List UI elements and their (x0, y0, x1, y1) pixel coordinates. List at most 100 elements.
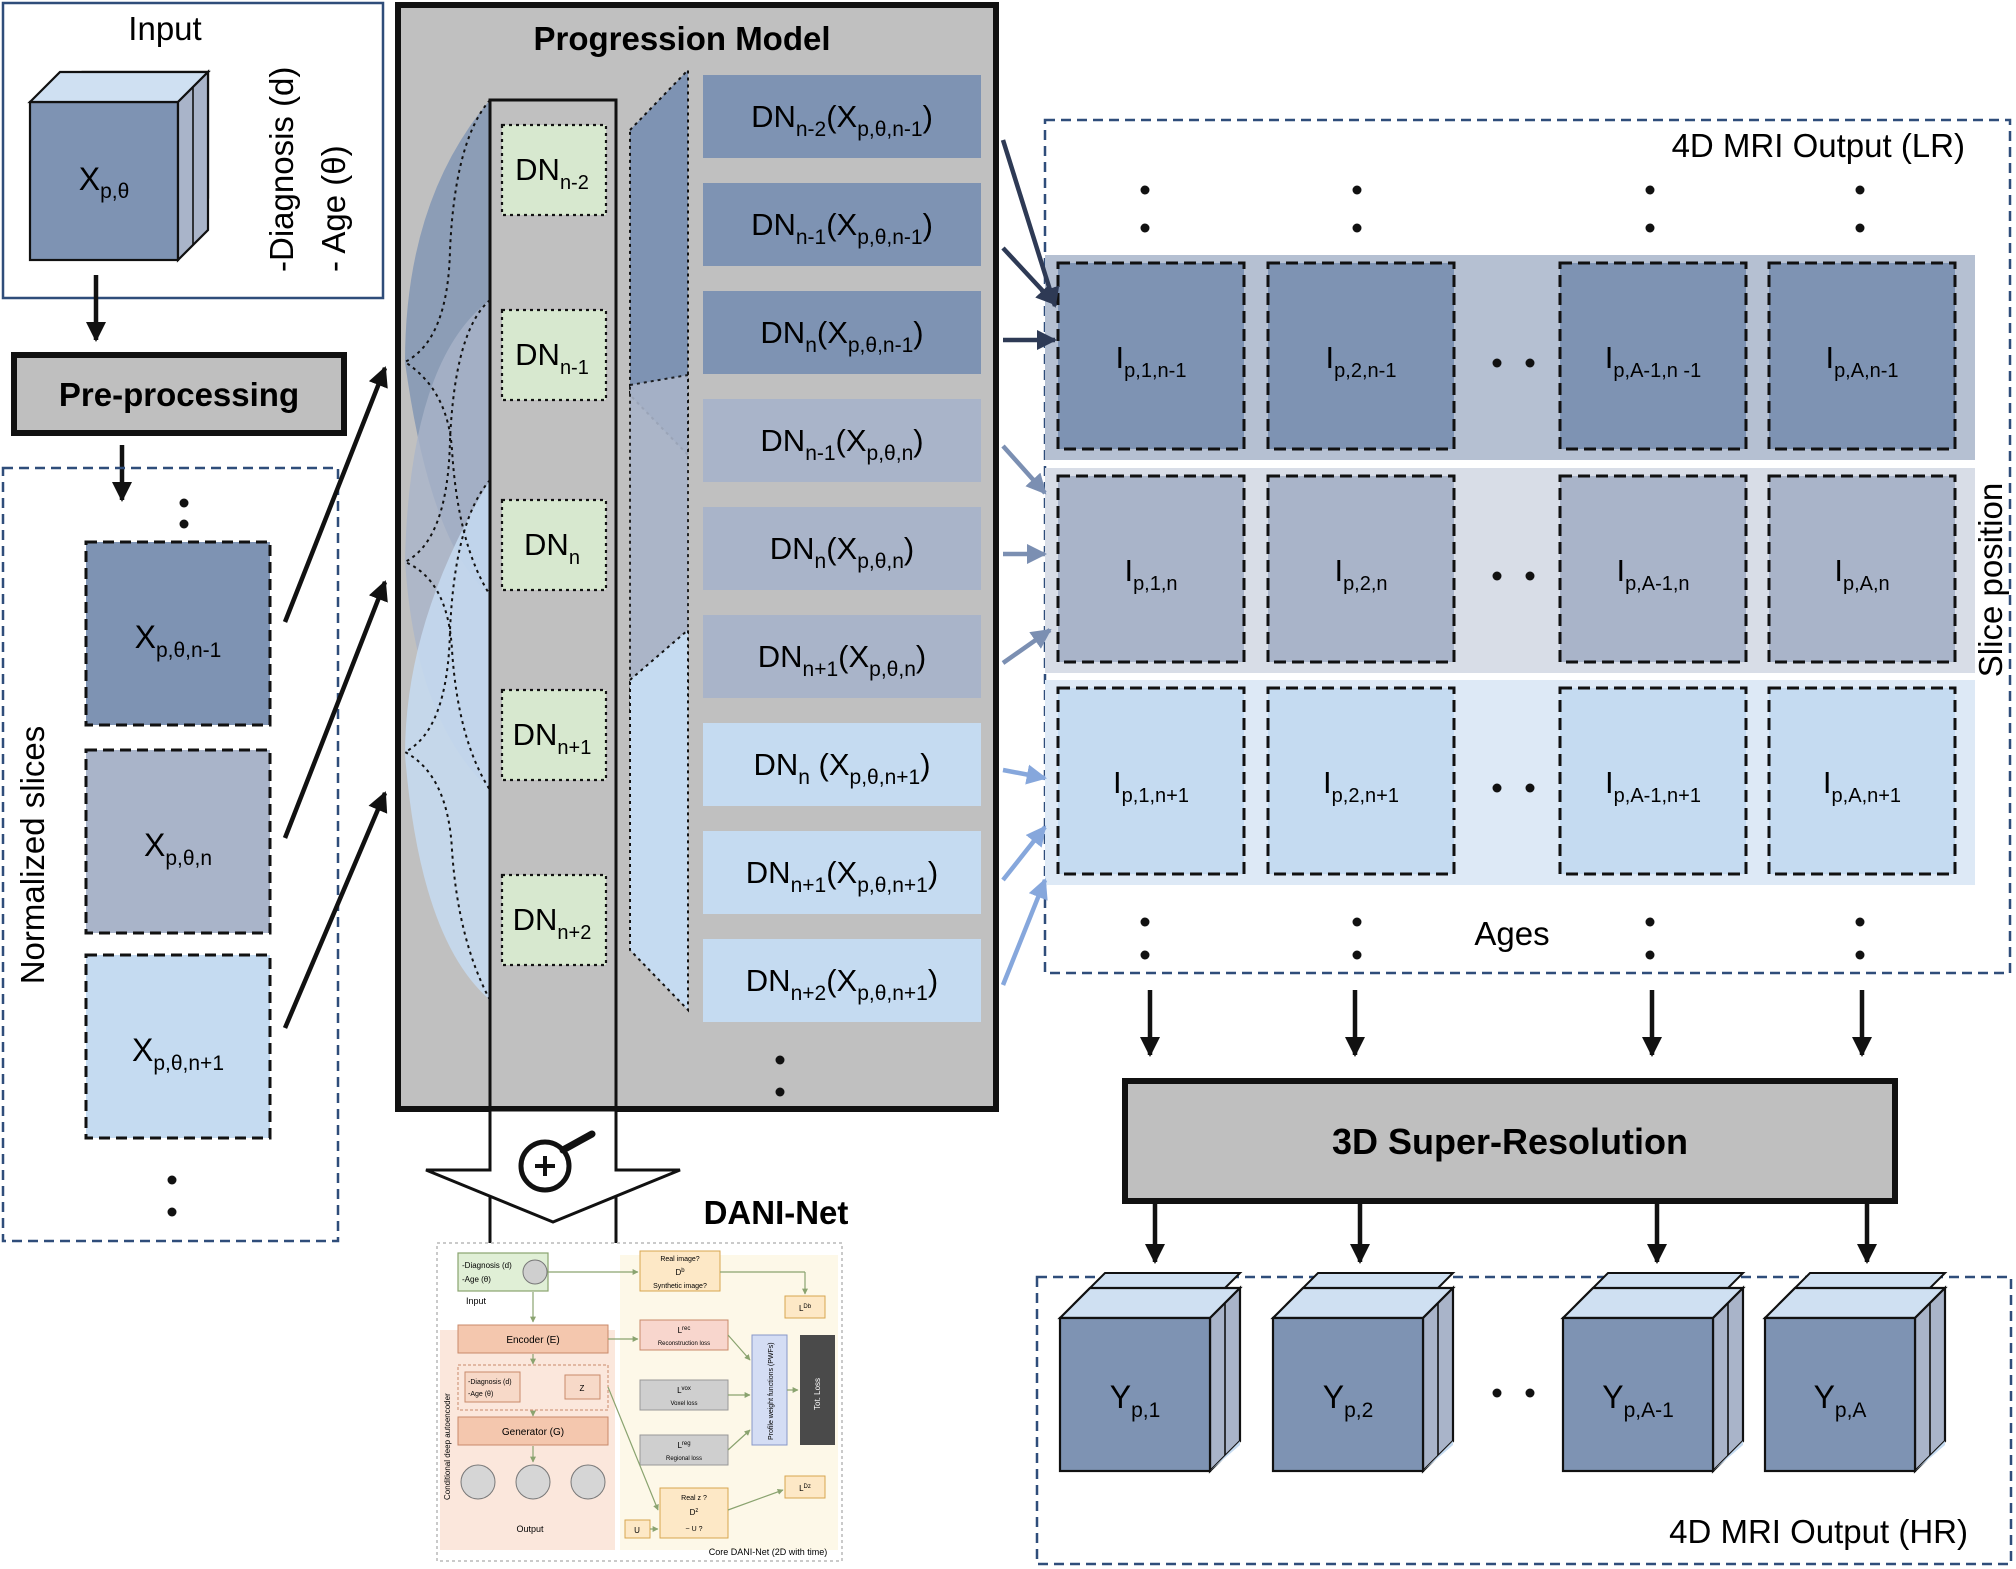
progression-output-4-s1: n (815, 550, 827, 573)
preprocessing-label: Pre-processing (59, 376, 299, 413)
normalized-slice-label-0: Xp,θ,n-1 (135, 619, 222, 662)
dn-box-label-1-part-1: n-1 (560, 357, 589, 379)
input-attr-diagnosis: -Diagnosis (d) (263, 67, 300, 272)
progression-output-7-s1: n+1 (791, 874, 827, 897)
input-cube: Xp,θ (27, 69, 211, 263)
progression-output-label-6: DNn (Xp,θ,n+1) (753, 747, 930, 789)
progression-output-2 (703, 291, 981, 374)
progression-output-3 (703, 399, 981, 482)
progression-output-6-p2: (X (810, 747, 850, 782)
lr-cell-label-0-1: Ip,2,n-1 (1326, 340, 1397, 382)
progression-output-5-p3: ) (916, 639, 926, 674)
dn-box-1 (500, 308, 608, 402)
lr-cell-label-1-2-part-0: I (1616, 553, 1625, 588)
progression-output-3-p2: (X (836, 423, 867, 458)
lr-cell-label-1-2-part-1: p,A-1,n (1625, 573, 1689, 595)
progression-output-2-s1: n (805, 334, 817, 357)
thumb-lvox: L (677, 1386, 682, 1395)
thumb-generator (457, 1416, 609, 1446)
lr-output-title: 4D MRI Output (LR) (1672, 127, 1965, 164)
thumb-lrec-sup: rec (682, 1326, 690, 1332)
progression-output-5 (703, 615, 981, 698)
thumb-lvox-sup: vox (682, 1386, 691, 1392)
progression-output-6-s1: n (798, 766, 810, 789)
lr-cell-0-0 (1056, 261, 1246, 451)
progression-output-8-p1: DN (746, 963, 791, 998)
hr-cube-front-1 (1271, 1316, 1425, 1473)
input-cube-label: X (79, 161, 100, 197)
progression-output-label-0: DNn-2(Xp,θ,n-1) (751, 99, 933, 141)
hr-cube-label-3-part-1: p,A (1835, 1399, 1867, 1422)
super-resolution-box: 3D Super-Resolution (1122, 1078, 1898, 1204)
thumb-generator-label: Generator (G) (502, 1427, 564, 1438)
lr-cell-label-2-2-part-1: p,A-1,n+1 (1614, 785, 1701, 807)
svg-text:Lreg: Lreg (677, 1441, 690, 1450)
lr-cell-label-1-3-part-0: I (1834, 553, 1843, 588)
progression-output-0-s2: p,θ,n-1 (857, 118, 922, 141)
svg-text:LDz: LDz (799, 1484, 811, 1493)
normalized-slices-panel: Normalized slices Xp,θ,n-1Xp,θ,nXp,θ,n+1 (1, 466, 340, 1243)
lr-cell-label-1-0-part-1: p,1,n (1133, 573, 1177, 595)
hr-cube-label-3: Yp,A (1814, 1379, 1867, 1422)
progression-output-2-s2: p,θ,n-1 (848, 334, 913, 357)
progression-output-8-p2: (X (826, 963, 857, 998)
dani-net-title: DANI-Net (704, 1194, 849, 1231)
progression-output-7-p1: DN (746, 855, 791, 890)
progression-output-0-p3: ) (923, 99, 933, 134)
progression-output-label-7: DNn+1(Xp,θ,n+1) (746, 855, 938, 897)
normalized-slice-0 (84, 540, 272, 727)
dn-box-label-4-part-1: n+2 (557, 922, 591, 944)
progression-output-5-s2: p,θ,n (869, 658, 916, 681)
thumb-input-attr1: -Diagnosis (d) (462, 1261, 512, 1270)
thumb-input-attr2: -Age (θ) (462, 1275, 491, 1284)
dn-box-label-0: DNn-2 (515, 152, 589, 194)
lr-cell-label-2-1-part-0: I (1323, 765, 1332, 800)
hr-cube-front-0 (1058, 1316, 1212, 1473)
progression-output-2-p1: DN (760, 315, 805, 350)
dn-box-label-3-part-0: DN (513, 717, 558, 752)
thumb-total-loss (800, 1335, 835, 1445)
progression-output-4-p2: (X (826, 531, 857, 566)
thumb-ldz: L (799, 1484, 804, 1493)
thumb-ldb-sup: Db (803, 1304, 811, 1310)
lr-cell-label-2-1: Ip,2,n+1 (1323, 765, 1399, 807)
progression-model-panel: Progression Model DNn-2DNn-1DNnDNn+1DNn+… (395, 2, 999, 1542)
progression-output-6-s2: p,θ,n+1 (850, 766, 921, 789)
svg-text:Lrec: Lrec (678, 1326, 691, 1335)
normalized-slice-label-0-part-1: p,θ,n-1 (156, 639, 221, 662)
normalized-slice-label-2: Xp,θ,n+1 (132, 1032, 224, 1075)
hr-cube-label-1: Yp,2 (1323, 1379, 1374, 1422)
progression-output-3-s1: n-1 (805, 442, 835, 465)
dn-box-label-2: DNn (524, 527, 580, 569)
trap-mid (629, 373, 689, 712)
thumb-brain-icon (522, 1259, 548, 1285)
lr-cell-label-2-0: Ip,1,n+1 (1113, 765, 1189, 807)
svg-text:Db: Db (675, 1268, 685, 1277)
super-resolution-label: 3D Super-Resolution (1332, 1121, 1688, 1162)
preprocessing-box: Pre-processing (11, 352, 347, 436)
thumb-output-label: Output (516, 1524, 544, 1534)
lr-cell-label-2-1-part-1: p,2,n+1 (1332, 785, 1399, 807)
dn-box-label-3-part-1: n+1 (557, 737, 591, 759)
hr-cube-label-1-part-0: Y (1323, 1379, 1344, 1415)
normalized-slice-label-1: Xp,θ,n (144, 827, 212, 870)
lr-cell-label-0-1-part-1: p,2,n-1 (1334, 360, 1396, 382)
progression-output-label-5: DNn+1(Xp,θ,n) (758, 639, 926, 681)
normalized-slice-label-1-part-1: p,θ,n (165, 847, 212, 870)
progression-output-7-p3: ) (928, 855, 938, 890)
svg-text:Lvox: Lvox (677, 1386, 691, 1395)
progression-output-5-p2: (X (838, 639, 869, 674)
input-panel: Input Xp,θ -Diagnosis (d) - Age (θ) (1, 1, 385, 300)
thumb-dz-sup: z (695, 1508, 698, 1514)
progression-output-7-s2: p,θ,n+1 (857, 874, 928, 897)
thumb-synthetic: Synthetic image? (653, 1283, 707, 1290)
thumb-latent-attr2: -Age (θ) (468, 1391, 493, 1398)
progression-output-7 (703, 831, 981, 914)
thumb-latent-z: Z (580, 1384, 585, 1393)
dn-box-label-4-part-0: DN (513, 902, 558, 937)
lr-cell-2-1 (1266, 686, 1456, 876)
thumb-lvox-desc: Voxel loss (670, 1401, 697, 1407)
